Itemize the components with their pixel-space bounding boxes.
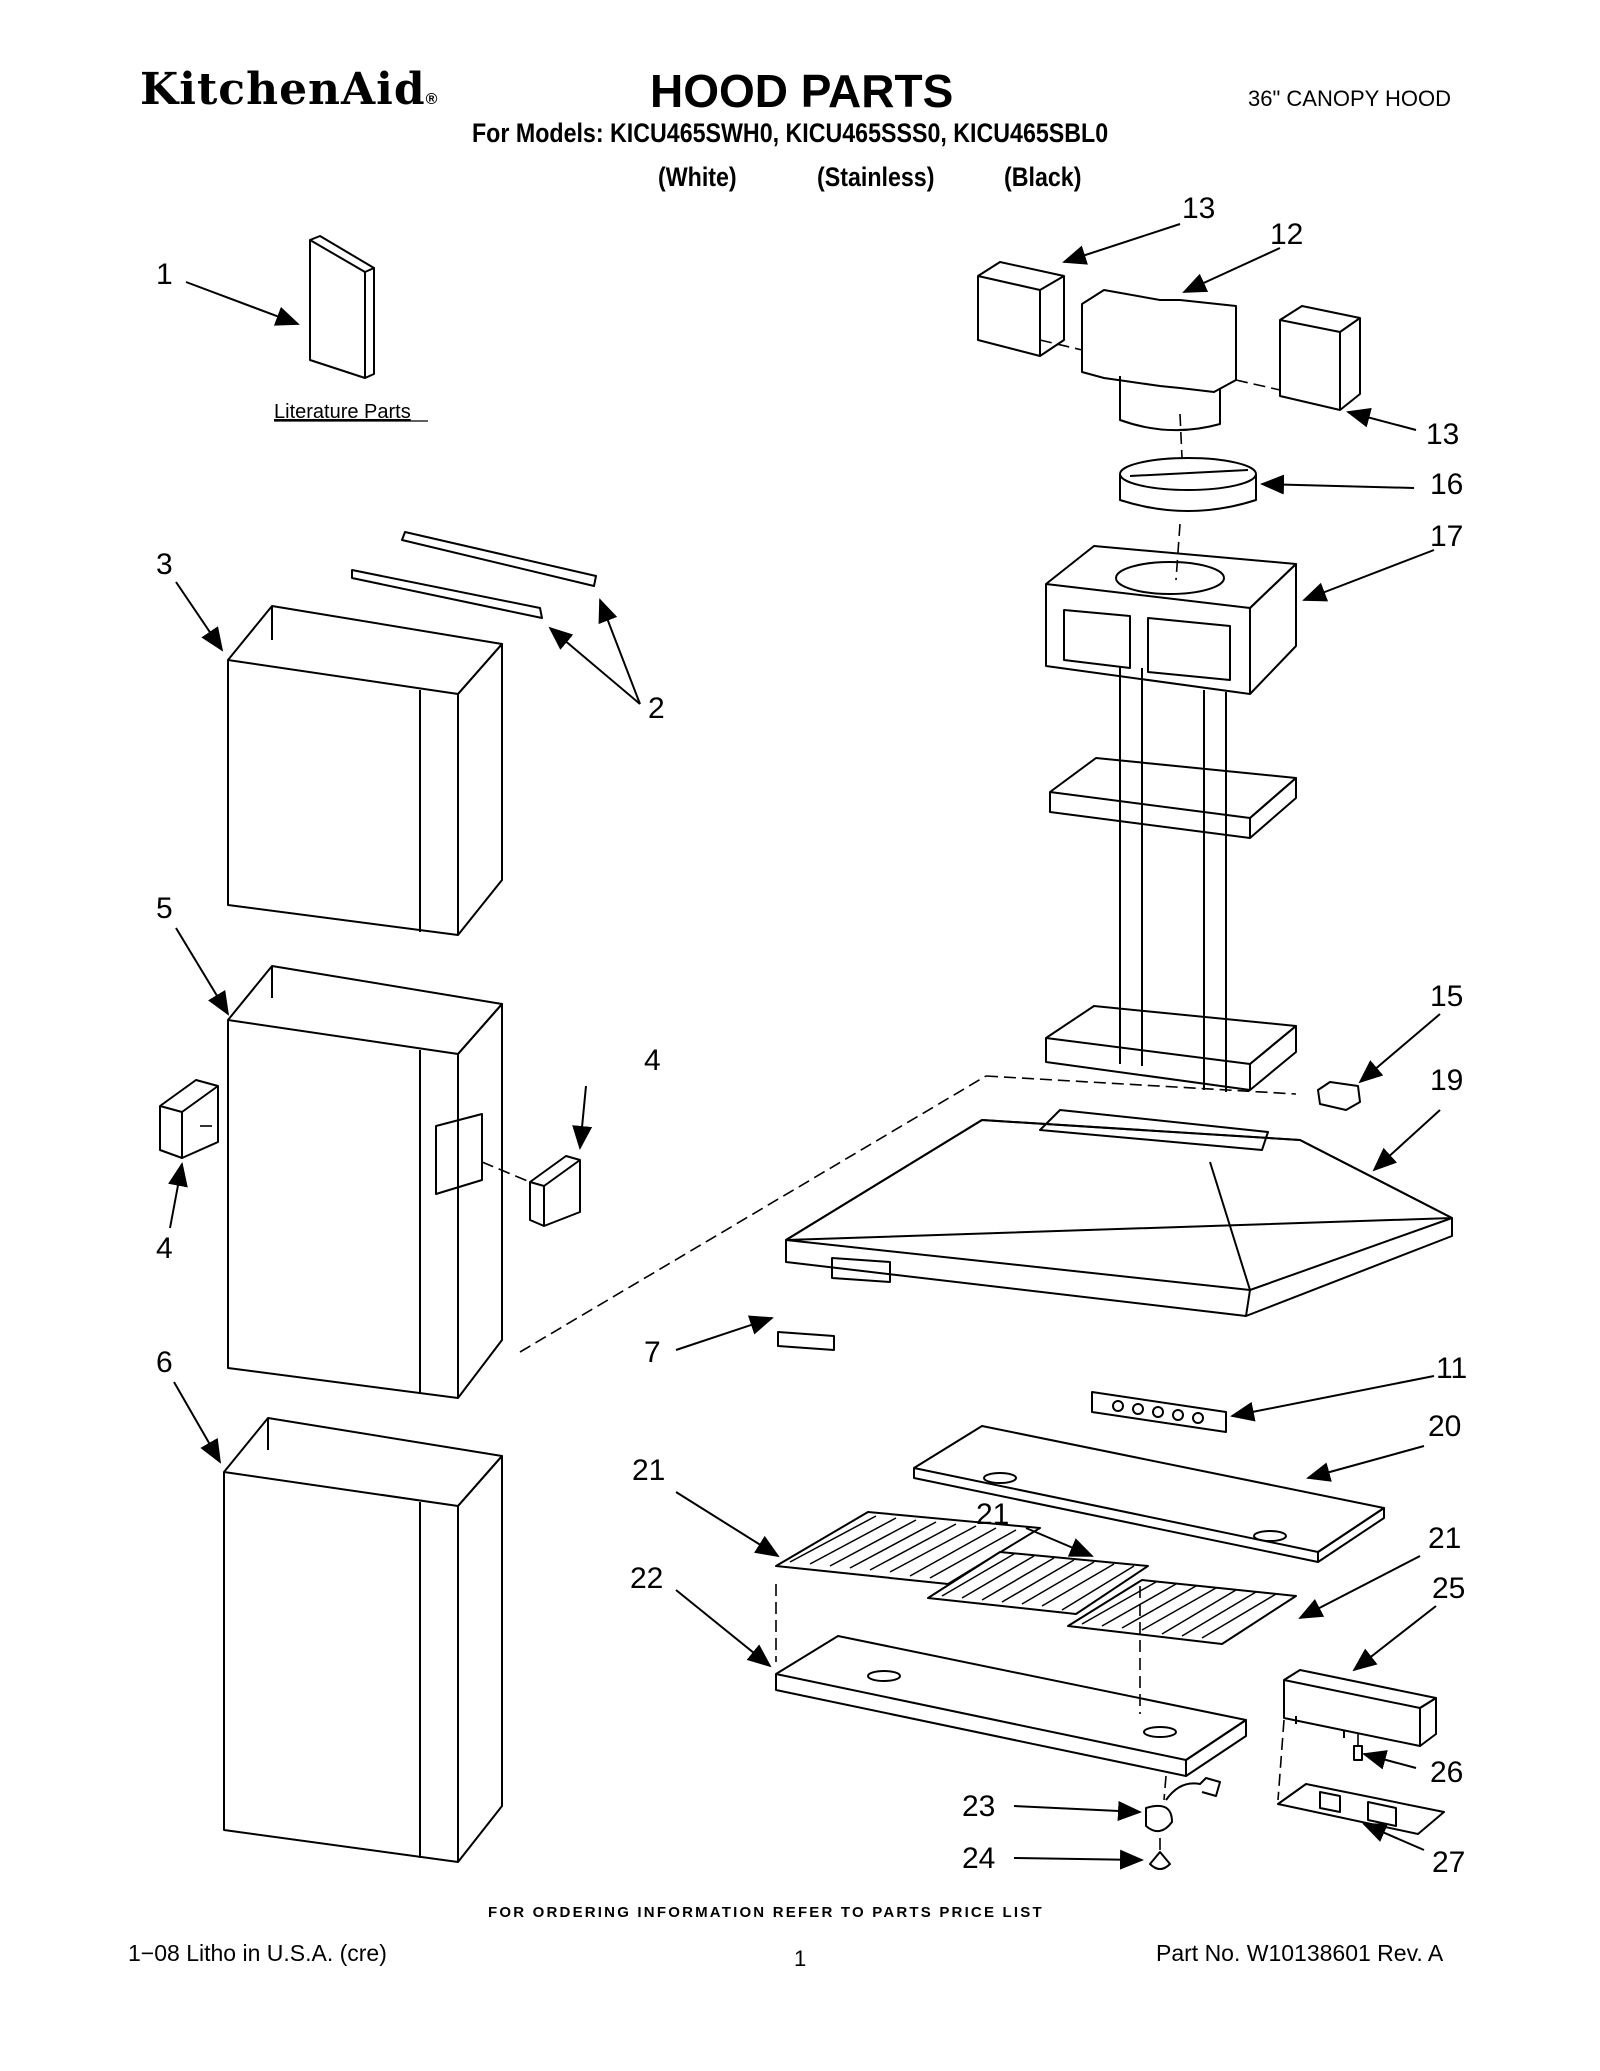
callout-3: 3	[156, 548, 173, 581]
callout-7: 7	[644, 1336, 661, 1369]
callout-22: 22	[630, 1562, 663, 1595]
color-black: (Black)	[1004, 162, 1082, 192]
callout-24: 24	[962, 1842, 995, 1875]
callout-15: 15	[1430, 980, 1463, 1013]
callout-4-left: 4	[156, 1232, 173, 1265]
part-duct-connectors	[977, 261, 1361, 432]
models-line: For Models: KICU465SWH0, KICU465SSS0, KI…	[472, 118, 1109, 148]
part-upper-duct-cover	[227, 605, 503, 936]
callout-19: 19	[1430, 1064, 1463, 1097]
callout-16: 16	[1430, 468, 1463, 501]
registered-mark: ®	[425, 91, 439, 108]
litho-note: 1−08 Litho in U.S.A. (cre)	[128, 1940, 387, 1966]
part-filter-tray-upper	[913, 1425, 1385, 1563]
callout-21-right: 21	[1428, 1522, 1461, 1555]
callout-12: 12	[1270, 218, 1303, 251]
part-transformer-housing	[1283, 1669, 1437, 1747]
part-indicator-lens	[777, 1331, 835, 1351]
part-control-board	[1091, 1391, 1227, 1433]
part-canopy-hood	[785, 1109, 1453, 1317]
part-chimney-frame	[1045, 545, 1297, 1092]
callout-5: 5	[156, 892, 173, 925]
part-circuit-board	[1277, 1783, 1445, 1835]
page-title: HOOD PARTS	[650, 65, 954, 117]
part-switch	[1317, 1081, 1361, 1111]
part-spacer	[1353, 1745, 1363, 1761]
callout-2: 2	[648, 692, 665, 725]
part-filter-tray-lower	[775, 1635, 1247, 1777]
part-middle-duct-cover	[227, 965, 503, 1399]
page-subtitle: 36" CANOPY HOOD	[1248, 86, 1452, 111]
leader-lines	[168, 223, 1441, 1870]
part-literature	[309, 235, 375, 379]
callout-6: 6	[156, 1346, 173, 1379]
color-white: (White)	[658, 162, 737, 192]
callout-11: 11	[1436, 1352, 1467, 1385]
literature-parts-label: Literature Parts	[274, 401, 411, 423]
ordering-info: FOR ORDERING INFORMATION REFER TO PARTS …	[488, 1904, 1044, 1921]
alignment-lines	[200, 339, 1359, 1850]
callout-20: 20	[1428, 1410, 1461, 1443]
callout-17: 17	[1430, 520, 1463, 553]
part-trim-strips	[351, 531, 597, 619]
callout-21-center: 21	[976, 1498, 1009, 1531]
brand-logo: KitchenAid®	[140, 64, 438, 115]
callout-numbers: 1 2 3 4 4 5 6 7 11 12 13 13 15 16 17 19 …	[156, 192, 1467, 1879]
part-grease-filters	[775, 1511, 1297, 1645]
callout-1: 1	[156, 258, 173, 291]
callout-13-right: 13	[1426, 418, 1459, 451]
callout-13-top: 13	[1182, 192, 1215, 225]
callout-23: 23	[962, 1790, 995, 1823]
callout-21-left: 21	[632, 1454, 665, 1487]
callout-25: 25	[1432, 1572, 1465, 1605]
part-number: Part No. W10138601 Rev. A	[1156, 1940, 1444, 1966]
color-stainless: (Stainless)	[817, 162, 935, 192]
part-vent-plates	[159, 1079, 581, 1227]
part-collar-damper	[1119, 457, 1257, 512]
page-number: 1	[794, 1946, 807, 1971]
callout-27: 27	[1432, 1846, 1465, 1879]
callout-4-right: 4	[644, 1044, 661, 1077]
callout-26: 26	[1430, 1756, 1463, 1789]
brand-name: KitchenAid	[140, 64, 426, 115]
part-lamp-socket	[1145, 1777, 1221, 1870]
part-lower-duct-cover	[223, 1417, 503, 1863]
